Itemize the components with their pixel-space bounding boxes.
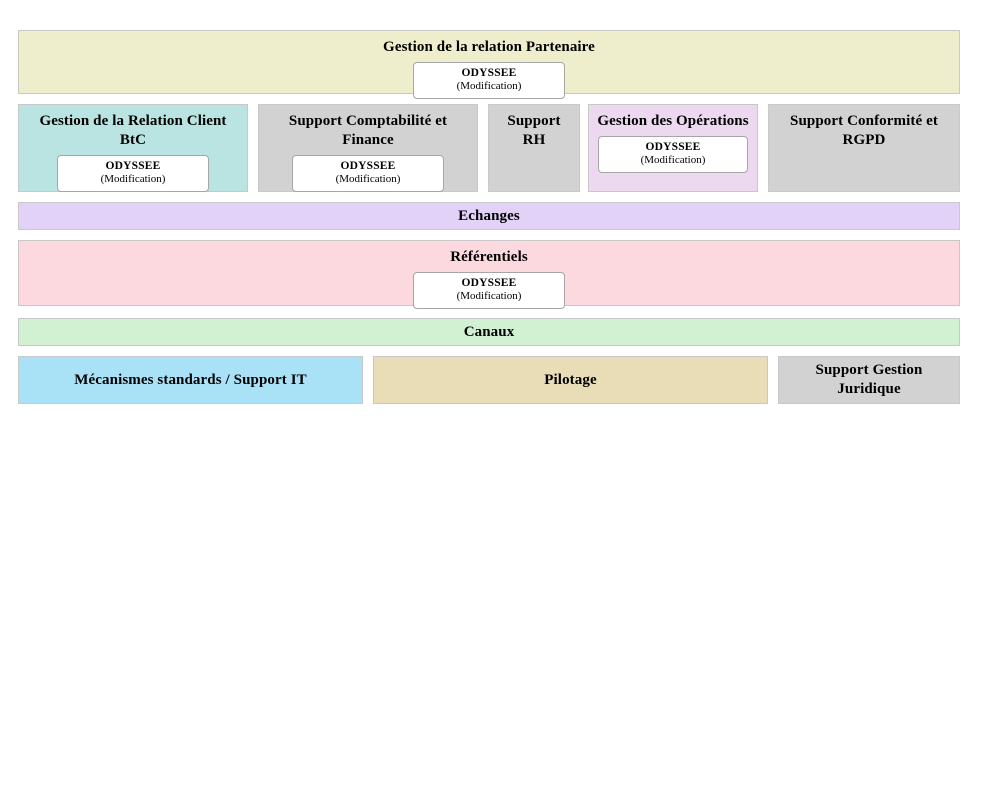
app-state: (Modification)	[100, 173, 166, 186]
block-support-rh[interactable]: Support RH	[488, 104, 580, 192]
block-title: Référentiels	[450, 249, 528, 265]
block-title: Echanges	[458, 207, 520, 224]
block-title: Gestion de la relation Partenaire	[383, 39, 595, 55]
app-state: (Modification)	[456, 80, 522, 93]
app-state: (Modification)	[456, 290, 522, 303]
app-box-odyssee[interactable]: ODYSSEE (Modification)	[413, 61, 565, 100]
block-pilotage[interactable]: Pilotage	[373, 356, 768, 404]
app-box-odyssee[interactable]: ODYSSEE (Modification)	[292, 154, 444, 193]
block-title: Support Comptabilité et Finance	[288, 113, 448, 148]
block-title: Canaux	[463, 323, 515, 340]
block-gestion-des-operations[interactable]: Gestion des Opérations ODYSSEE (Modifica…	[588, 104, 758, 192]
app-name: ODYSSEE	[105, 159, 161, 172]
app-state: (Modification)	[640, 154, 706, 167]
block-title: Gestion de la Relation Client BtC	[39, 113, 227, 148]
block-echanges[interactable]: Echanges	[18, 202, 960, 230]
block-title: Support RH	[507, 113, 561, 148]
block-title: Mécanismes standards / Support IT	[74, 371, 307, 388]
app-name: ODYSSEE	[461, 66, 517, 79]
block-title: Support Conformité et RGPD	[790, 113, 938, 148]
block-title: Gestion des Opérations	[597, 113, 749, 129]
block-gestion-relation-client-btc[interactable]: Gestion de la Relation Client BtC ODYSSE…	[18, 104, 248, 193]
app-box-odyssee[interactable]: ODYSSEE (Modification)	[413, 271, 565, 310]
app-name: ODYSSEE	[461, 276, 517, 289]
block-gestion-relation-partenaire[interactable]: Gestion de la relation Partenaire ODYSSE…	[18, 30, 960, 100]
app-box-odyssee[interactable]: ODYSSEE (Modification)	[57, 154, 209, 193]
block-support-comptabilite-finance[interactable]: Support Comptabilité et Finance ODYSSEE …	[258, 104, 478, 193]
block-referentiels[interactable]: Référentiels ODYSSEE (Modification)	[18, 240, 960, 310]
block-title: Support Gestion Juridique	[815, 362, 923, 397]
app-name: ODYSSEE	[645, 140, 701, 153]
app-state: (Modification)	[335, 173, 401, 186]
block-support-conformite-rgpd[interactable]: Support Conformité et RGPD	[768, 104, 960, 192]
block-mecanismes-standards-support-it[interactable]: Mécanismes standards / Support IT	[18, 356, 363, 404]
block-canaux[interactable]: Canaux	[18, 318, 960, 346]
app-name: ODYSSEE	[340, 159, 396, 172]
block-support-gestion-juridique[interactable]: Support Gestion Juridique	[778, 356, 960, 404]
block-title: Pilotage	[544, 371, 597, 388]
app-box-odyssee[interactable]: ODYSSEE (Modification)	[598, 135, 748, 174]
